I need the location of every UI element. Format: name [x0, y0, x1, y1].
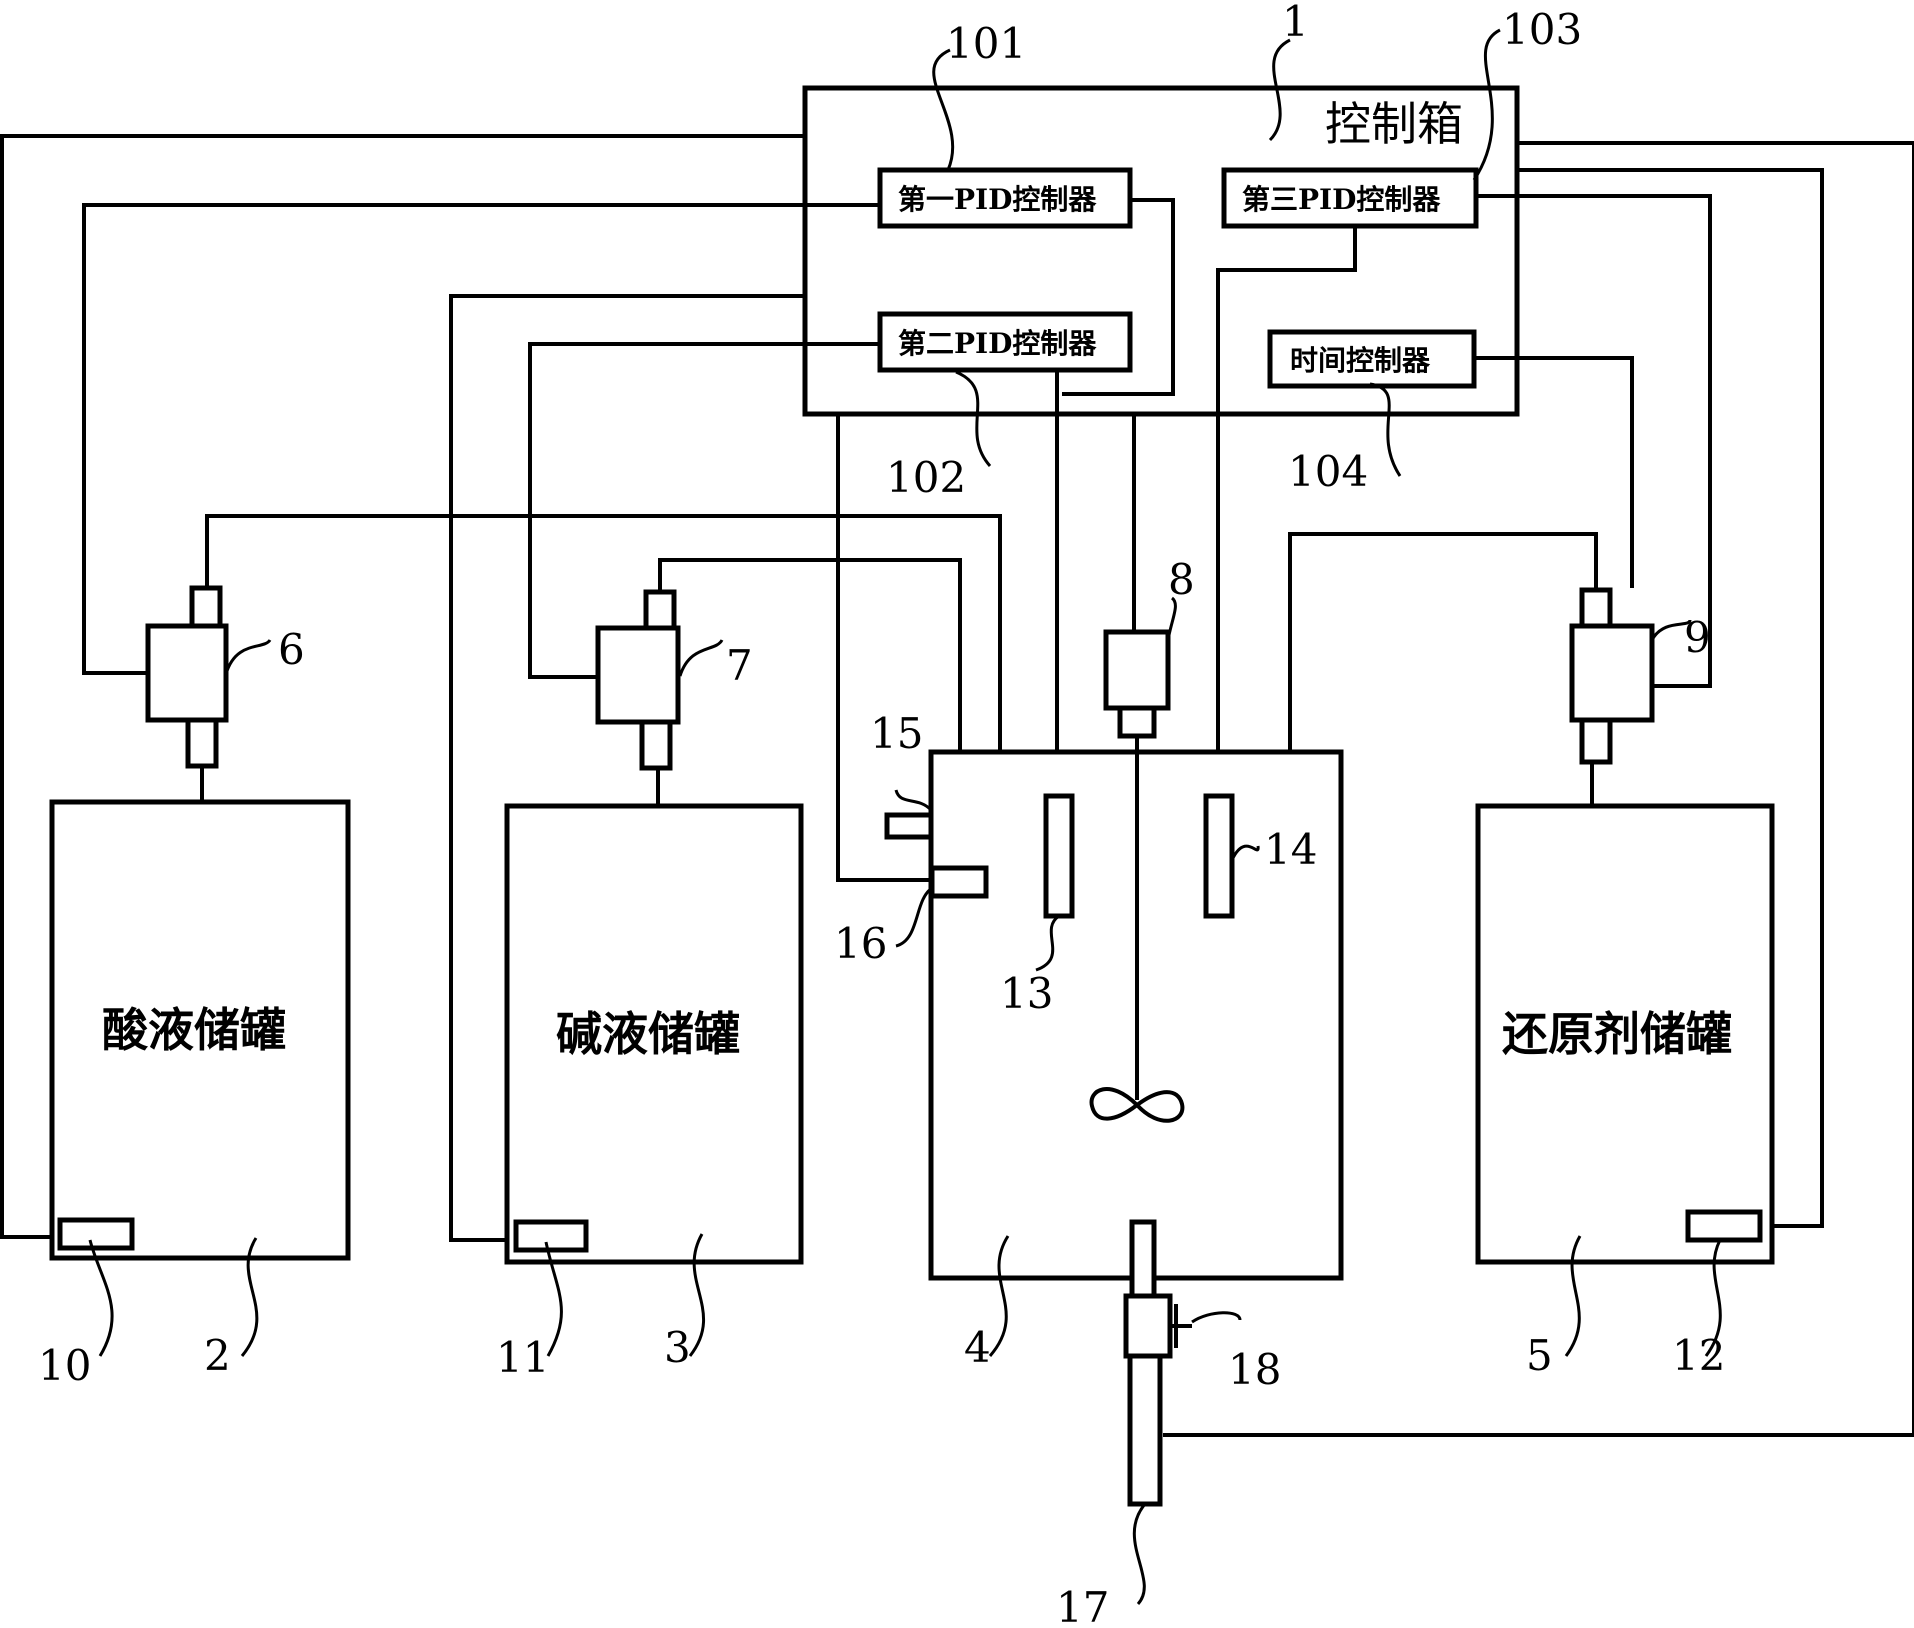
outlet-pipe-17: [1127, 1353, 1163, 1507]
pid-controller-1-label: 第一PID控制器: [898, 183, 1097, 216]
probe-14: [1203, 793, 1235, 919]
valve-18: [1123, 1293, 1173, 1359]
ref-alkali-tank: 3: [664, 1323, 691, 1372]
pump-6: [145, 585, 229, 769]
pid-controller-3-label: 第三PID控制器: [1242, 183, 1441, 216]
pump-7: [595, 589, 681, 771]
reductant-tank-label: 还原剂储罐: [1502, 1007, 1732, 1061]
ref-probe-13: 13: [1000, 969, 1053, 1018]
timer-controller: [1267, 329, 1477, 389]
ref-sensor-11: 11: [496, 1333, 549, 1382]
stirrer-coupling: [1117, 705, 1157, 739]
ref-pid-2: 102: [886, 453, 966, 502]
probe-13: [1043, 793, 1075, 919]
ref-reductant-tank: 5: [1526, 1331, 1553, 1380]
ref-pump-9: 9: [1684, 613, 1711, 662]
ref-sensor-10: 10: [38, 1341, 91, 1390]
ref-port-16: 16: [834, 919, 887, 968]
reductant-tank: [1475, 803, 1775, 1265]
acid-level-sensor: [57, 1217, 135, 1251]
ref-probe-14: 14: [1264, 825, 1317, 874]
alkali-tank-label: 碱液储罐: [556, 1007, 740, 1061]
ref-valve-18: 18: [1228, 1345, 1281, 1394]
ref-pid-3: 103: [1502, 5, 1582, 54]
ref-timer: 104: [1288, 447, 1368, 496]
pid-controller-2: [877, 311, 1133, 373]
acid-tank-label: 酸液储罐: [102, 1003, 286, 1057]
control-box-title: 控制箱: [1325, 97, 1463, 151]
ref-pump-6: 6: [278, 625, 305, 674]
alkali-level-sensor: [513, 1219, 589, 1253]
stirrer-impeller: [1089, 1087, 1185, 1123]
ref-acid-tank: 2: [204, 1331, 231, 1380]
ref-port-15: 15: [870, 709, 923, 758]
pid-controller-1: [877, 167, 1133, 229]
ref-pump-7: 7: [726, 641, 753, 690]
ref-motor-8: 8: [1168, 555, 1195, 604]
reductant-level-sensor: [1685, 1209, 1763, 1243]
pump-9: [1569, 587, 1655, 765]
stirrer-motor: [1103, 629, 1171, 711]
pid-controller-2-label: 第二PID控制器: [898, 327, 1097, 360]
port-15: [884, 812, 934, 840]
ref-reactor: 4: [964, 1323, 991, 1372]
ref-outlet-17: 17: [1056, 1583, 1109, 1628]
alkali-tank: [504, 803, 804, 1265]
outlet-pipe-top: [1129, 1219, 1157, 1299]
ref-pid-1: 101: [946, 19, 1026, 68]
timer-controller-label: 时间控制器: [1290, 344, 1431, 377]
leader-lines: [88, 28, 1722, 1606]
ref-sensor-12: 12: [1672, 1331, 1725, 1380]
port-16: [929, 865, 989, 899]
acid-tank: [49, 799, 351, 1261]
ref-control-box: 1: [1282, 0, 1309, 46]
